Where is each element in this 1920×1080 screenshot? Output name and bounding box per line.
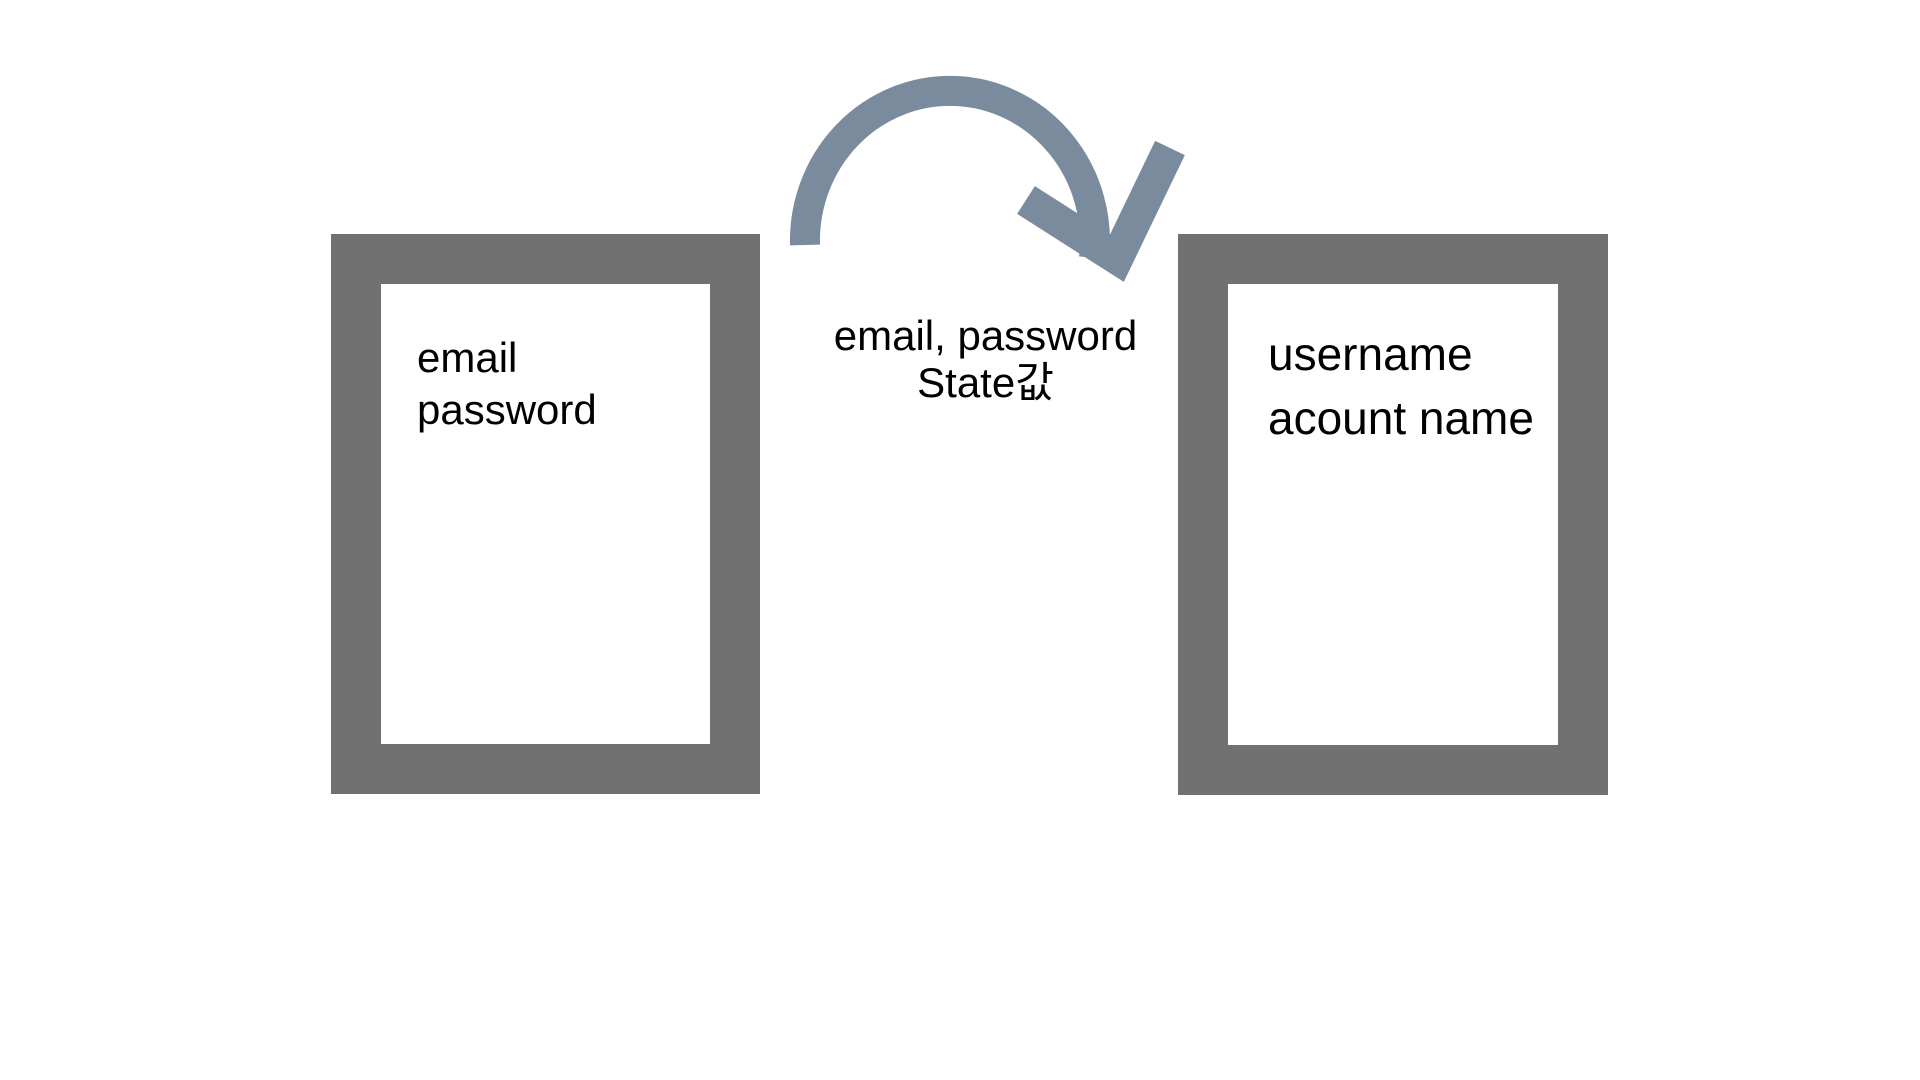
transfer-label-line-1: email, password — [833, 312, 1138, 359]
left-card-line-1: email — [417, 334, 518, 381]
transfer-label-line-2: State값 — [917, 359, 1054, 406]
curved-arrow-arc — [789, 75, 1110, 260]
curved-arrow-head — [1017, 140, 1185, 282]
left-card-frame: email password — [331, 234, 760, 794]
right-card-line-2: acount name — [1268, 392, 1534, 444]
curved-arrow-right-icon — [789, 75, 1185, 282]
right-card-frame: username acount name — [1178, 234, 1608, 795]
transfer-label: email, password State값 — [758, 312, 1213, 406]
right-card-line-1: username — [1268, 328, 1473, 380]
left-card-line-2: password — [417, 386, 597, 433]
left-card-text: email password — [381, 284, 710, 436]
right-card-text: username acount name — [1228, 284, 1558, 450]
